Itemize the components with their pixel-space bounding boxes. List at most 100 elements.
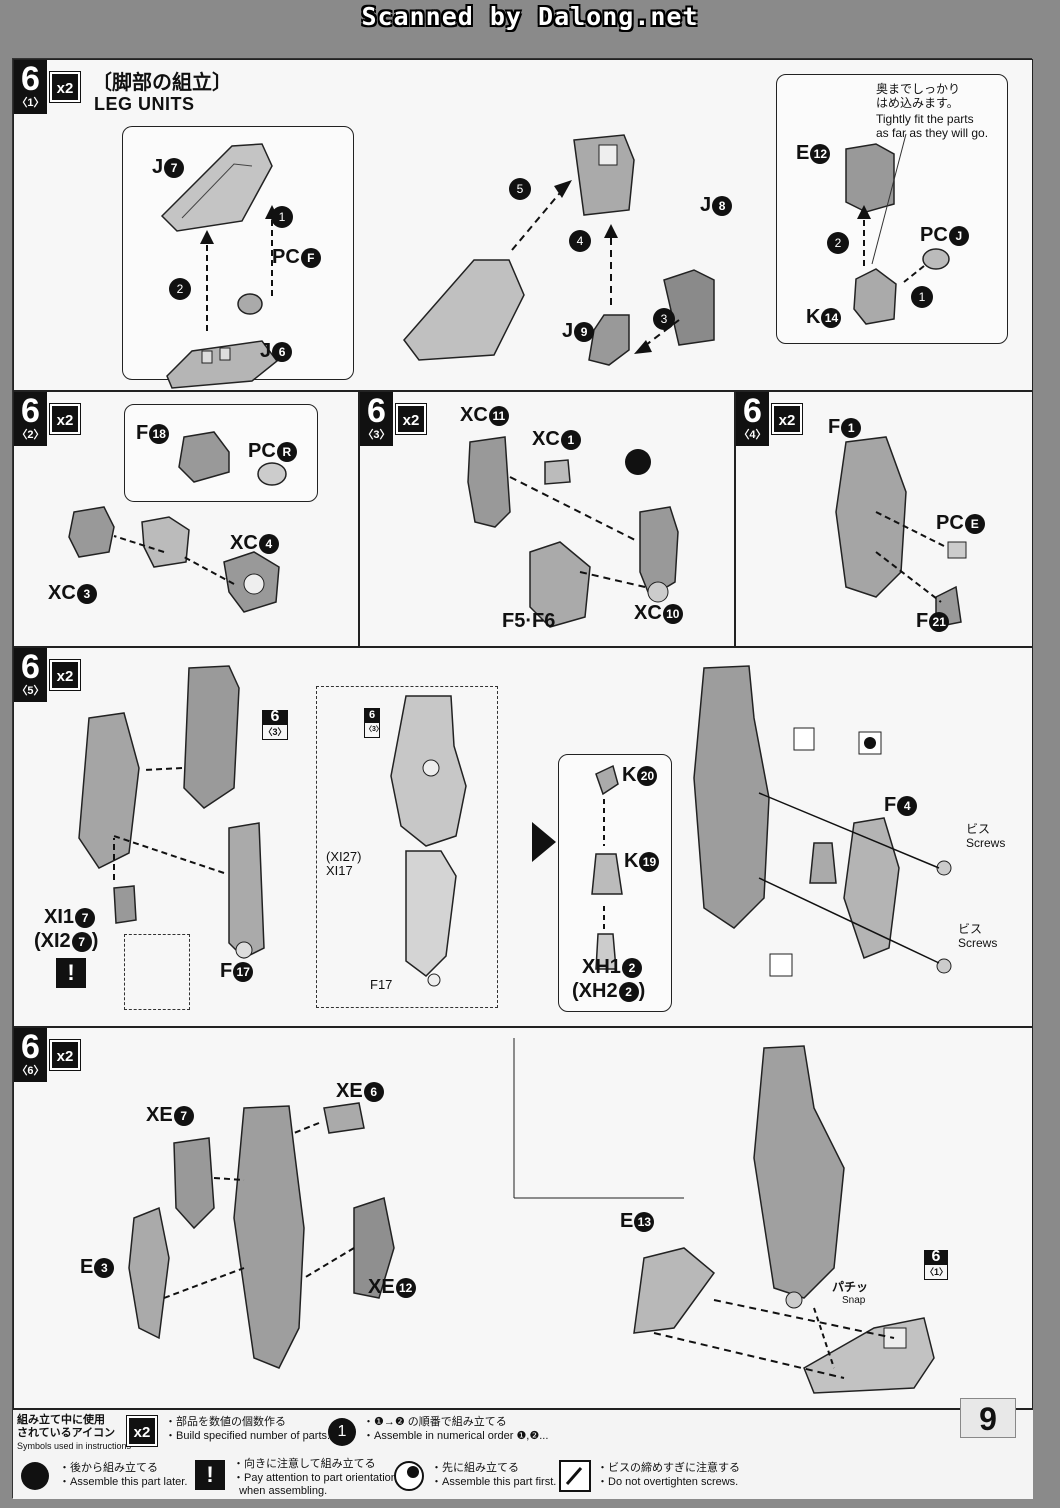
legend-x2-jp: ・部品を数値の個数作る <box>165 1416 286 1428</box>
legend-first-en: ・Assemble this part first. <box>431 1476 557 1488</box>
legend-orient-icon: ! <box>195 1460 225 1490</box>
legend-title-en: Symbols used in instructions <box>17 1441 132 1451</box>
lower-leg-frame-drawing <box>467 436 679 628</box>
legend-x2-en: ・Build specified number of parts. <box>165 1430 331 1442</box>
step-marker-2b: 2 <box>827 232 849 254</box>
step-marker-2: 2 <box>169 278 191 300</box>
step-number: 6〈6〉 <box>14 1028 47 1082</box>
multiplier-badge: x2 <box>49 1039 81 1071</box>
scan-banner: Scanned by Dalong.net <box>361 2 699 31</box>
screws-label-en-1: Screws <box>966 836 1006 850</box>
lower-leg-screw-drawing <box>693 665 952 977</box>
snap-label-en: Snap <box>842 1295 866 1306</box>
page-number: 9 <box>960 1398 1016 1438</box>
multiplier-badge: x2 <box>395 403 427 435</box>
step-number: 6〈5〉 <box>14 648 47 702</box>
note-jp: 奥までしっかり はめ込みます。 <box>876 82 961 110</box>
step-marker-1: 1 <box>271 206 293 228</box>
snap-label-jp: パチッ <box>832 1280 869 1294</box>
legend-title-jp: 組み立て中に使用 されているアイコン <box>17 1414 116 1439</box>
orientation-warning-icon: ! <box>56 958 86 988</box>
multiplier-badge: x2 <box>771 403 803 435</box>
legend-orient-en: ・Pay attention to part orientation when … <box>233 1472 397 1497</box>
label-f5-f6: F5·F6 <box>502 610 556 632</box>
multiplier-badge: x2 <box>49 659 81 691</box>
ref-step-6-3: 6〈3〉 <box>262 709 288 740</box>
calf-frame-drawing <box>835 436 967 628</box>
section-title-en: LEG UNITS <box>94 94 195 114</box>
legend-orient-jp: ・向きに注意して組み立てる <box>233 1458 376 1470</box>
ankle-cylinder-drawing <box>591 764 623 970</box>
legend-x2-icon: x2 <box>126 1415 158 1447</box>
step-number: 6〈2〉 <box>14 392 47 446</box>
screws-label-jp-2: ビス <box>958 922 983 936</box>
legend-screw-jp: ・ビスの締めすぎに注意する <box>597 1462 740 1474</box>
leg-armor-drawing <box>128 1102 395 1369</box>
step-marker-1b: 1 <box>911 286 933 308</box>
heel-detail-drawing <box>845 133 950 325</box>
multiplier-badge: x2 <box>49 71 81 103</box>
legend-later-jp: ・後から組み立てる <box>59 1462 158 1474</box>
legend-screw-icon <box>559 1460 591 1492</box>
detail-view-drawing <box>390 695 467 987</box>
detail-label-xi: (XI27) XI17 <box>326 849 362 878</box>
step-marker-5: 5 <box>509 178 531 200</box>
foot-assembly-drawing <box>403 134 715 366</box>
legend-order-jp: ・❶→❷ の順番で組み立てる <box>363 1416 507 1428</box>
legend-first-jp: ・先に組み立てる <box>431 1462 519 1474</box>
next-arrow-icon <box>532 822 556 862</box>
legend-order-icon: 1 <box>328 1418 356 1446</box>
legend-screw-en: ・Do not overtighten screws. <box>597 1476 739 1488</box>
ref-step-6-3-detail: 6〈3〉 <box>364 708 383 738</box>
note-en: Tightly fit the parts as far as they wil… <box>876 112 989 140</box>
legend-later-icon <box>21 1462 49 1490</box>
step-number: 6〈1〉 <box>14 60 47 114</box>
step-number: 6〈4〉 <box>736 392 769 446</box>
legend-later-en: ・Assemble this part later. <box>59 1476 188 1488</box>
step-marker-3: 3 <box>653 308 675 330</box>
step-marker-4: 4 <box>569 230 591 252</box>
screws-label-en-2: Screws <box>958 936 998 950</box>
detail-label-f17: F17 <box>370 977 393 992</box>
symbols-legend: 組み立て中に使用 されているアイコン Symbols used in instr… <box>13 1409 1033 1499</box>
detail-view-box <box>316 686 498 1008</box>
section-title-jp: 〔脚部の組立〕 <box>92 70 232 94</box>
step-number: 6〈3〉 <box>360 392 393 446</box>
knee-joint-drawing <box>68 431 287 613</box>
part-detail-box <box>124 934 190 1010</box>
